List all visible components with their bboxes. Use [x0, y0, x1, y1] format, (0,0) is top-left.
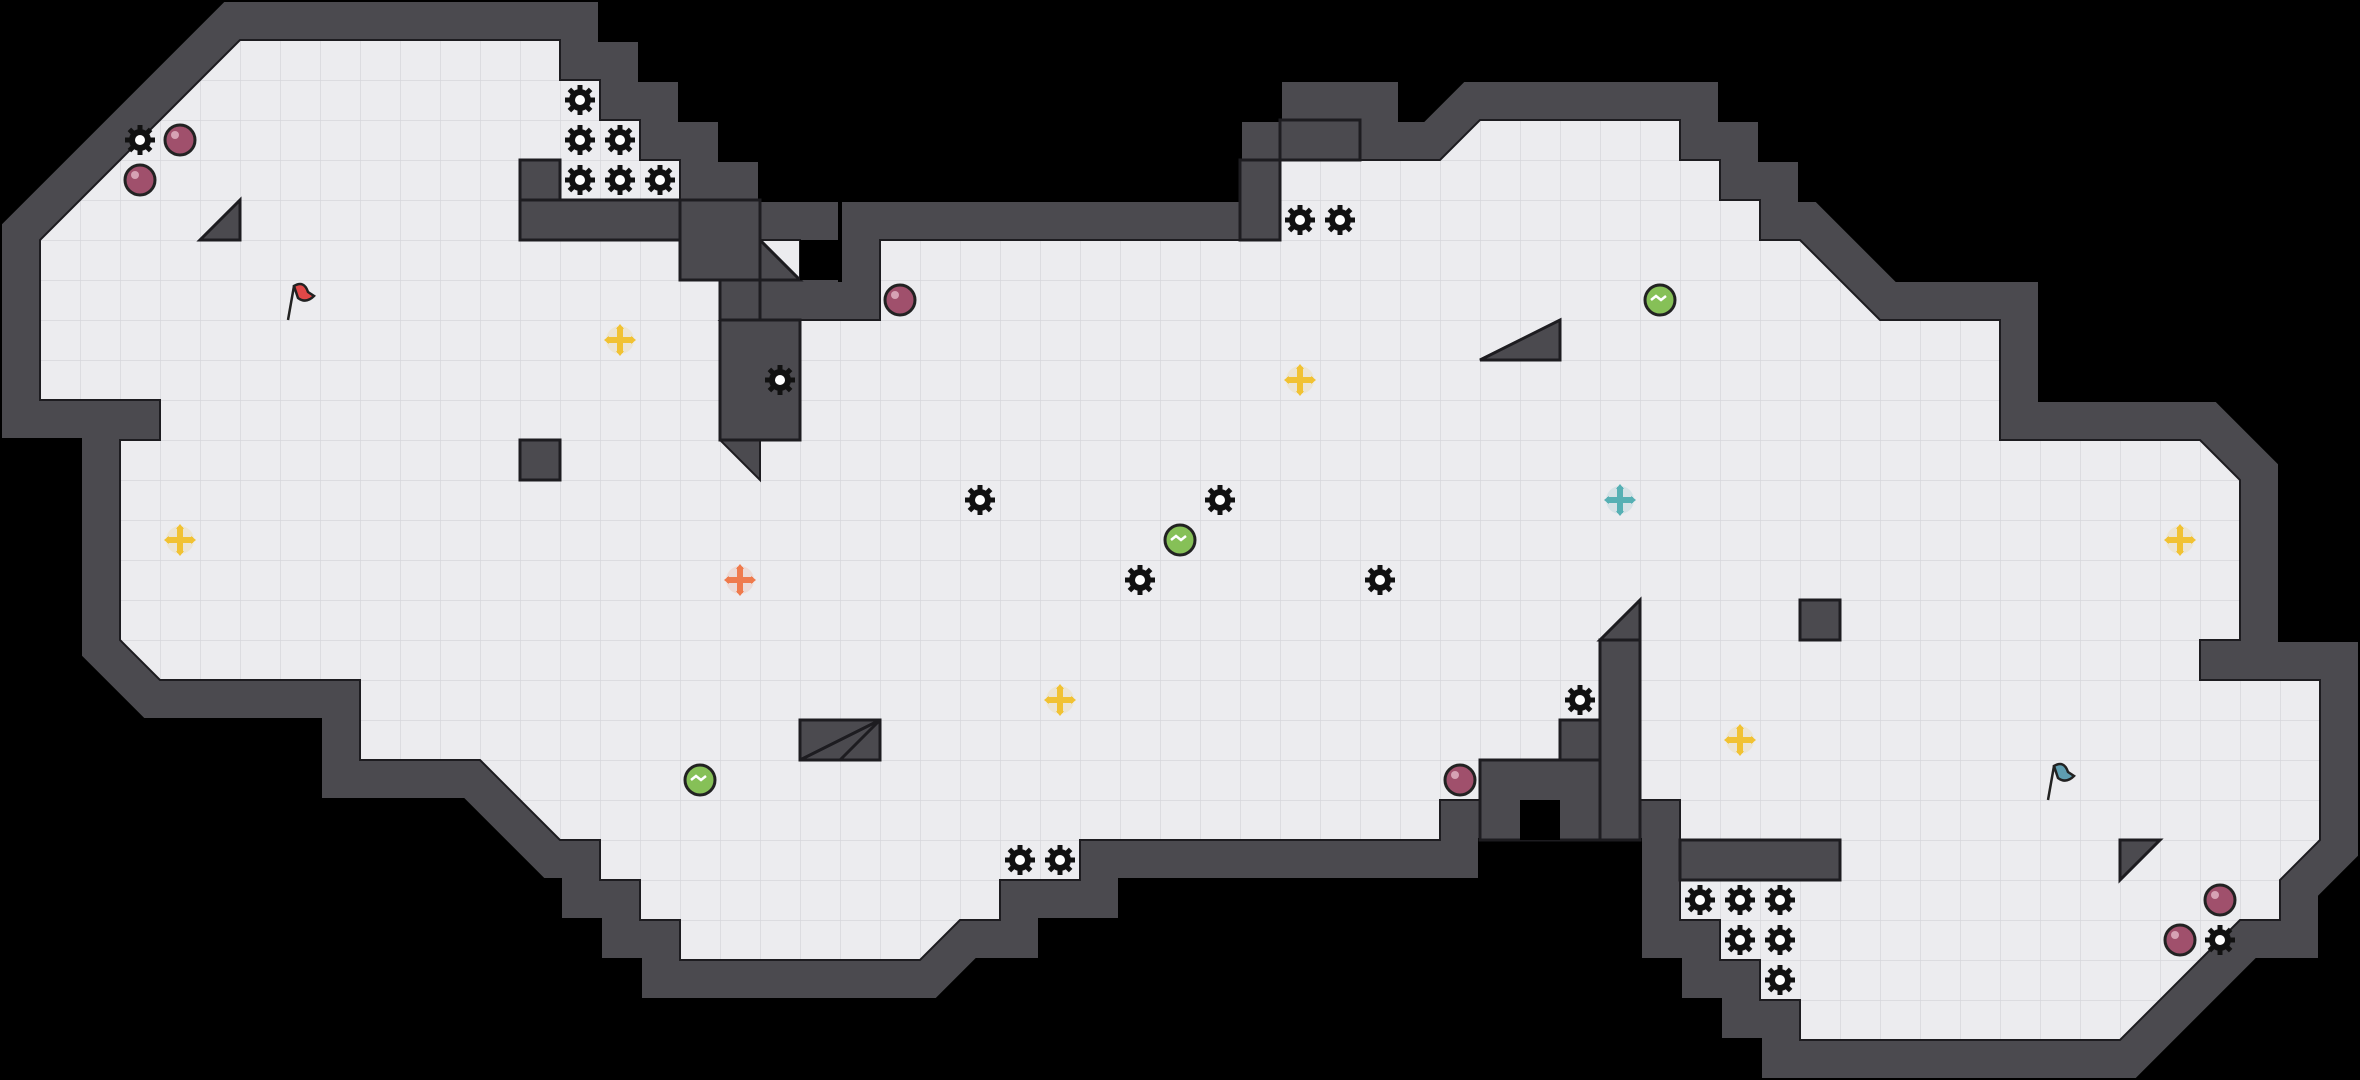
red-flag-icon[interactable] [286, 282, 316, 321]
saw-hazard-icon [1765, 965, 1795, 995]
saw-hazard-icon [1685, 885, 1715, 915]
saw-hazard-icon [605, 165, 635, 195]
saw-hazard-icon [1045, 845, 1075, 875]
speed-pad-icon [683, 763, 717, 797]
speed-pad-icon [1643, 283, 1677, 317]
saw-hazard-icon [1765, 925, 1795, 955]
void-hole [800, 240, 840, 280]
yellow-plus-powerup-icon [604, 324, 636, 356]
bomb-icon [2163, 923, 2197, 957]
saw-hazard-icon [1725, 925, 1755, 955]
entity-layer [123, 85, 2237, 995]
speed-pad-icon [1163, 523, 1197, 557]
bomb-icon [2203, 883, 2237, 917]
yellow-plus-powerup-icon [1044, 684, 1076, 716]
saw-hazard-icon [1005, 845, 1035, 875]
yellow-plus-powerup-icon [164, 524, 196, 556]
saw-hazard-icon [1325, 205, 1355, 235]
wall-block [1798, 598, 1842, 642]
teal-plus-powerup-icon [1604, 484, 1636, 516]
saw-hazard-icon [2205, 925, 2235, 955]
saw-hazard-icon [1125, 565, 1155, 595]
bomb-icon [1443, 763, 1477, 797]
saw-hazard-icon [605, 125, 635, 155]
saw-hazard-icon [965, 485, 995, 515]
wall-block [678, 198, 762, 282]
wall-block [1598, 638, 1642, 842]
bomb-icon [163, 123, 197, 157]
saw-hazard-icon [1365, 565, 1395, 595]
saw-hazard-icon [1725, 885, 1755, 915]
wall-ramp [758, 236, 804, 282]
yellow-plus-powerup-icon [2164, 524, 2196, 556]
orange-plus-powerup-icon [724, 564, 756, 596]
yellow-plus-powerup-icon [1284, 364, 1316, 396]
wall-ramp [799, 718, 882, 762]
wall-ramp [1596, 596, 1642, 642]
saw-hazard-icon [1565, 685, 1595, 715]
wall-block [1678, 838, 1842, 882]
saw-hazard-icon [765, 365, 795, 395]
saw-hazard-icon [1205, 485, 1235, 515]
wall-ramp [196, 196, 242, 242]
saw-hazard-icon [645, 165, 675, 195]
bomb-icon [883, 283, 917, 317]
saw-hazard-icon [1765, 885, 1795, 915]
void-hole [1520, 800, 1560, 840]
saw-hazard-icon [565, 85, 595, 115]
wall-block [1278, 118, 1362, 162]
map-obstacles [196, 118, 2164, 884]
saw-hazard-icon [125, 125, 155, 155]
wall-block [1238, 158, 1282, 242]
saw-hazard-icon [1285, 205, 1315, 235]
wall-ramp [1479, 317, 1562, 362]
wall-ramp [2118, 838, 2164, 884]
wall-block [518, 438, 562, 482]
saw-hazard-icon [565, 165, 595, 195]
blue-flag-icon[interactable] [2046, 762, 2076, 801]
saw-hazard-icon [565, 125, 595, 155]
yellow-plus-powerup-icon [1724, 724, 1756, 756]
bomb-icon [123, 163, 157, 197]
